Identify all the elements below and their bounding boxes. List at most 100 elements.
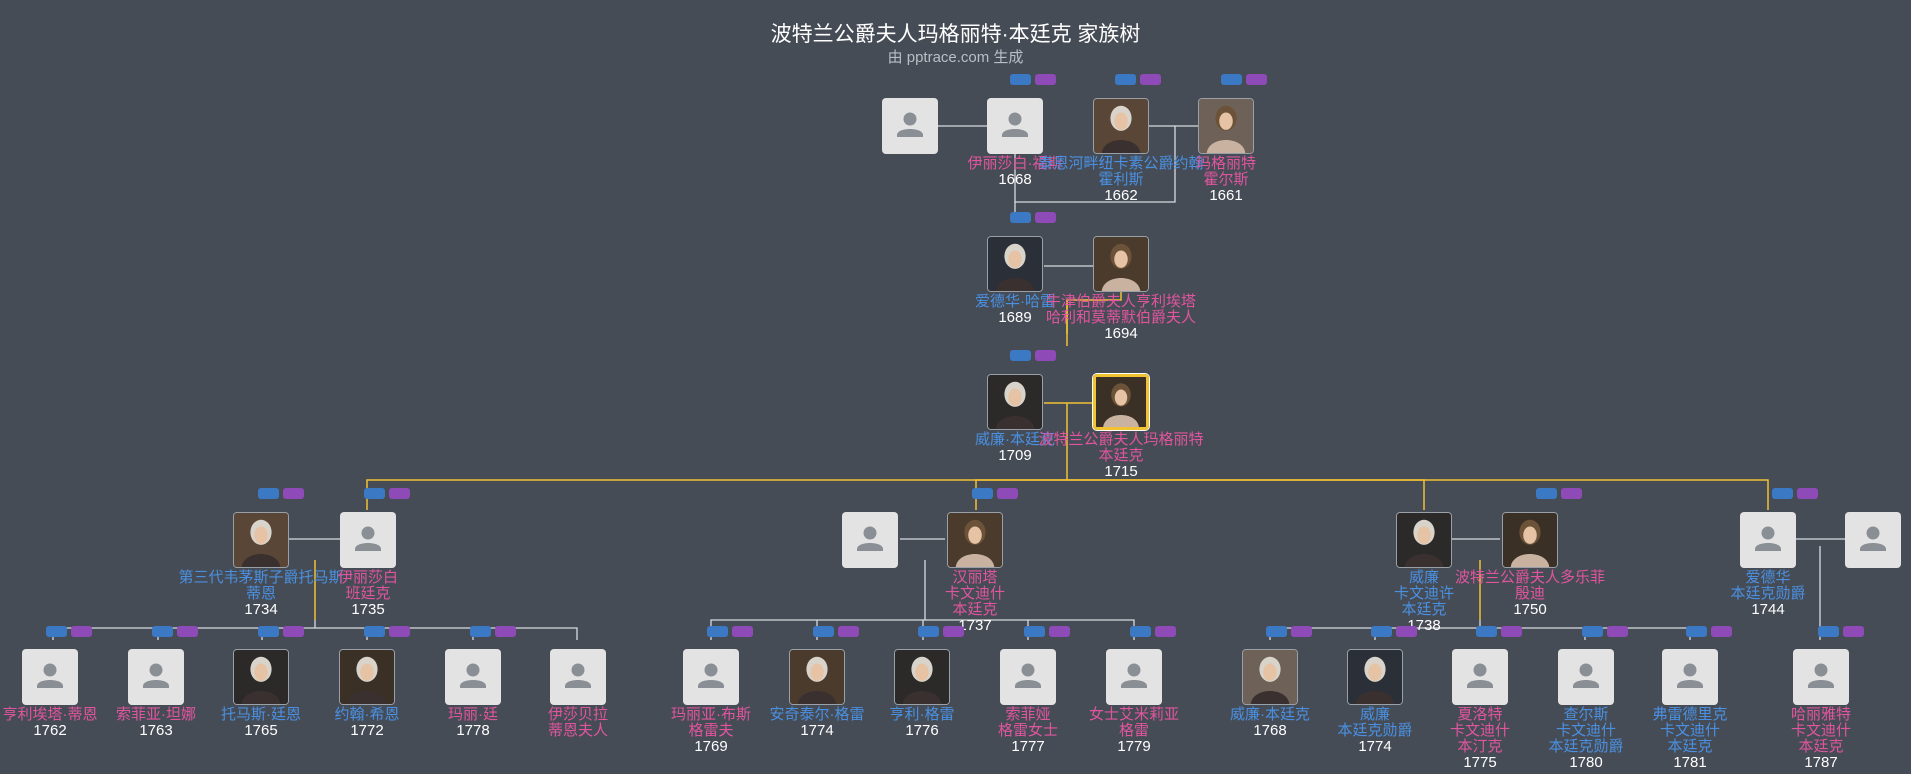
- person-photo[interactable]: [233, 512, 289, 568]
- expand-father-button[interactable]: [813, 626, 834, 637]
- expand-mother-button[interactable]: [1561, 488, 1582, 499]
- person-photo[interactable]: [1093, 236, 1149, 292]
- expand-mother-button[interactable]: [1155, 626, 1176, 637]
- expand-mother-button[interactable]: [1711, 626, 1732, 637]
- expand-father-button[interactable]: [1115, 74, 1136, 85]
- expand-mother-button[interactable]: [838, 626, 859, 637]
- expand-father-button[interactable]: [1266, 626, 1287, 637]
- expand-mother-button[interactable]: [1246, 74, 1267, 85]
- expand-father-button[interactable]: [470, 626, 491, 637]
- person-photo[interactable]: [1502, 512, 1558, 568]
- person-photo[interactable]: [1093, 98, 1149, 154]
- person-photo[interactable]: [1558, 649, 1614, 705]
- expand-mother-button[interactable]: [389, 488, 410, 499]
- expand-mother-button[interactable]: [71, 626, 92, 637]
- person-photo[interactable]: [1793, 649, 1849, 705]
- person-photo[interactable]: [987, 236, 1043, 292]
- person-photo[interactable]: [947, 512, 1003, 568]
- person-photo[interactable]: [1662, 649, 1718, 705]
- person-photo[interactable]: [1396, 512, 1452, 568]
- expand-mother-button[interactable]: [997, 488, 1018, 499]
- person-photo[interactable]: [1242, 649, 1298, 705]
- expand-mother-button[interactable]: [1396, 626, 1417, 637]
- person-photo[interactable]: [128, 649, 184, 705]
- expand-mother-button[interactable]: [177, 626, 198, 637]
- expand-father-button[interactable]: [1010, 212, 1031, 223]
- person-photo[interactable]: [1000, 649, 1056, 705]
- expand-father-button[interactable]: [46, 626, 67, 637]
- person-photo[interactable]: [894, 649, 950, 705]
- person-photo[interactable]: [445, 649, 501, 705]
- expand-mother-button[interactable]: [943, 626, 964, 637]
- person-photo[interactable]: [550, 649, 606, 705]
- person-photo[interactable]: [842, 512, 898, 568]
- expand-father-button[interactable]: [1818, 626, 1839, 637]
- expand-father-button[interactable]: [1010, 350, 1031, 361]
- expand-mother-button[interactable]: [1140, 74, 1161, 85]
- person-name[interactable]: 伊莎贝拉蒂恩夫人: [493, 707, 663, 739]
- expand-father-button[interactable]: [1536, 488, 1557, 499]
- person-photo[interactable]: [1845, 512, 1901, 568]
- expand-mother-button[interactable]: [1797, 488, 1818, 499]
- expand-father-button[interactable]: [364, 626, 385, 637]
- person-photo[interactable]: [987, 98, 1043, 154]
- person-photo[interactable]: [1198, 98, 1254, 154]
- expand-father-button[interactable]: [1476, 626, 1497, 637]
- expand-father-button[interactable]: [918, 626, 939, 637]
- person-photo[interactable]: [1452, 649, 1508, 705]
- expand-mother-button[interactable]: [1035, 350, 1056, 361]
- person-photo[interactable]: [1106, 649, 1162, 705]
- expand-mother-button[interactable]: [389, 626, 410, 637]
- expand-father-button[interactable]: [258, 626, 279, 637]
- expand-mother-button[interactable]: [283, 488, 304, 499]
- selected-person-photo[interactable]: [1093, 374, 1149, 430]
- person-photo[interactable]: [22, 649, 78, 705]
- expand-father-button[interactable]: [1772, 488, 1793, 499]
- person-photo[interactable]: [233, 649, 289, 705]
- person-photo[interactable]: [789, 649, 845, 705]
- expand-father-button[interactable]: [1010, 74, 1031, 85]
- person-photo[interactable]: [1347, 649, 1403, 705]
- person-photo[interactable]: [683, 649, 739, 705]
- expand-father-button[interactable]: [972, 488, 993, 499]
- expand-mother-button[interactable]: [1607, 626, 1628, 637]
- person-photo[interactable]: [340, 512, 396, 568]
- expand-father-button[interactable]: [1371, 626, 1392, 637]
- expand-father-button[interactable]: [1024, 626, 1045, 637]
- expand-mother-button[interactable]: [1843, 626, 1864, 637]
- person-photo[interactable]: [1740, 512, 1796, 568]
- expand-mother-button[interactable]: [495, 626, 516, 637]
- expand-father-button[interactable]: [1686, 626, 1707, 637]
- expand-father-button[interactable]: [1130, 626, 1151, 637]
- expand-mother-button[interactable]: [1035, 212, 1056, 223]
- expand-father-button[interactable]: [1582, 626, 1603, 637]
- expand-mother-button[interactable]: [1035, 74, 1056, 85]
- expand-mother-button[interactable]: [732, 626, 753, 637]
- person-photo[interactable]: [987, 374, 1043, 430]
- expand-mother-button[interactable]: [1291, 626, 1312, 637]
